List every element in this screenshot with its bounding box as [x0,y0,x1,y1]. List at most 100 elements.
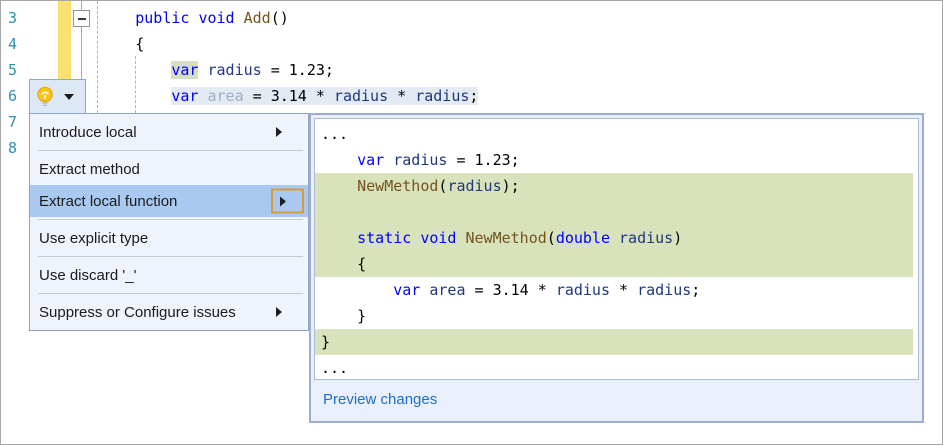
code-token: ); [501,177,520,195]
code-token [321,177,357,195]
code-token: radius [333,87,389,105]
code-line: var radius = 1.23; [63,57,478,83]
code-token: ... [321,125,349,143]
code-token: radius [555,281,610,299]
code-token [235,9,244,27]
code-line: ... [315,355,918,379]
outline-guide-line [81,1,82,79]
menu-item-label: Suppress or Configure issues [39,303,236,321]
submenu-arrow-icon [280,196,286,206]
menu-item-label: Extract method [39,160,140,178]
code-token: void [420,229,457,247]
code-line: ... [315,121,918,147]
submenu-expand-button[interactable] [271,188,304,214]
menu-item-suppress-or-configure-issues[interactable]: Suppress or Configure issues [30,296,308,328]
code-token: } [321,333,331,351]
code-line: static void NewMethod(double radius) [315,225,913,251]
code-token: radius [393,151,448,169]
collapse-minus-icon [77,17,86,20]
code-line: var area = 3.14 * radius * radius; [63,83,479,109]
preview-code: ... var radius = 1.23; NewMethod(radius)… [314,118,919,380]
code-token [198,87,208,105]
preview-changes-link[interactable]: Preview changes [323,390,438,408]
code-token: var [171,61,199,79]
code-token: radius [619,229,674,247]
code-token: ; [691,281,701,299]
code-token: ) [673,229,683,247]
code-token: = 3.14 * [465,281,556,299]
outline-collapse-button[interactable] [73,10,90,27]
code-token [321,281,393,299]
code-token [63,61,171,79]
code-token: radius [637,281,692,299]
menu-item-label: Introduce local [39,123,137,141]
code-token: ; [469,87,479,105]
dropdown-caret-icon [64,94,74,100]
menu-item-use-explicit-type[interactable]: Use explicit type [30,222,308,254]
menu-separator [38,256,303,257]
code-token: = 1.23; [261,61,334,79]
code-token: radius [207,61,262,79]
menu-item-extract-method[interactable]: Extract method [30,153,308,185]
code-token [63,9,135,27]
code-token: radius [447,177,502,195]
code-token [198,61,207,79]
line-number: 5 [7,61,17,79]
code-token: radius [415,87,470,105]
line-number: 8 [7,139,17,157]
code-line: { [63,31,478,57]
line-number: 7 [7,113,17,131]
line-number: 4 [7,35,17,53]
quick-actions-menu: Introduce local Extract method Extract l… [29,113,309,331]
menu-item-label: Use explicit type [39,229,149,247]
indent-guide [97,1,98,113]
code-token: * [388,87,416,105]
code-token: = 3.14 * [243,87,334,105]
code-token: { [357,255,367,273]
code-token [321,255,357,273]
code-line: var area = 3.14 * radius * radius; [315,277,918,303]
code-line: } [315,303,918,329]
code-line: } [315,329,913,355]
menu-separator [38,293,303,294]
submenu-arrow-icon [276,307,282,317]
code-line: public void Add() [63,5,478,31]
menu-item-extract-local-function[interactable]: Extract local function [30,185,308,217]
code-token: var [393,281,421,299]
code-token [411,229,420,247]
code-token: = 1.23; [447,151,520,169]
code-token [63,35,135,53]
code-token [384,151,393,169]
code-token: void [198,9,235,27]
menu-item-label: Use discard '_' [39,266,137,284]
code-token: static [357,229,412,247]
code-line: NewMethod(radius); [315,173,913,199]
code-token: var [357,151,385,169]
menu-separator [38,150,303,151]
line-number: 6 [7,87,17,105]
code-token: area [207,87,244,105]
refactor-preview-popup: ... var radius = 1.23; NewMethod(radius)… [309,113,924,423]
quick-actions-button[interactable] [29,79,86,114]
menu-item-introduce-local[interactable]: Introduce local [30,116,308,148]
lightbulb-icon [37,86,53,106]
code-token: ( [546,229,556,247]
submenu-arrow-icon [276,127,282,137]
code-token [456,229,465,247]
code-token: * [610,281,638,299]
editor-code[interactable]: public void Add() { var radius = 1.23; v… [63,5,479,109]
code-token [321,307,357,325]
code-token: area [429,281,466,299]
code-line [315,199,913,225]
code-token: } [357,307,367,325]
code-line: var radius = 1.23; [315,147,918,173]
menu-separator [38,219,303,220]
code-token [321,229,357,247]
code-token: double [555,229,610,247]
code-token: ... [321,359,349,377]
code-token: () [270,9,289,27]
line-number-gutter: 3 4 5 6 7 8 [3,5,17,161]
code-token [321,203,330,221]
menu-item-use-discard[interactable]: Use discard '_' [30,259,308,291]
